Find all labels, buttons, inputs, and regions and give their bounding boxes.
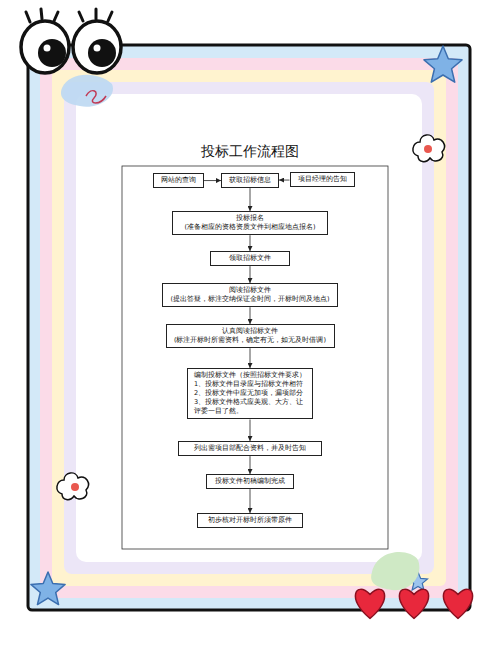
page-ground xyxy=(76,94,422,562)
process-box: 投标文件初稿编制完成 xyxy=(206,474,294,489)
box-text: 编制投标文件（按照招标文件要求） xyxy=(194,371,306,380)
cloud-doodle xyxy=(413,135,445,162)
flow-arrow xyxy=(279,180,290,181)
process-box: 获取招标信息 xyxy=(221,173,279,188)
box-text: (提出答疑，标注交纳保证金时间，开标时间及地点) xyxy=(169,295,331,304)
box-text: 投标报名 xyxy=(179,214,321,223)
flow-arrow xyxy=(250,235,251,251)
blob xyxy=(371,552,419,590)
flow-arrow xyxy=(250,307,251,324)
flow-arrow xyxy=(250,348,251,368)
box-text: 列出需项目部配合资料，并及时告知 xyxy=(185,444,315,453)
box-text: 阅读招标文件 xyxy=(169,286,331,295)
hearts xyxy=(355,589,472,618)
box-text: 1、投标文件目录应与招标文件相符 xyxy=(194,380,306,389)
process-box: 领取招标文件 xyxy=(210,251,290,266)
flow-arrow xyxy=(250,188,251,211)
process-box: 投标报名(准备相应的资格资质文件到相应地点报名) xyxy=(172,211,328,235)
box-text: 项目经理的告知 xyxy=(297,175,348,184)
flow-arrow xyxy=(250,489,251,513)
blob xyxy=(61,75,113,107)
process-box: 阅读招标文件(提出答疑，标注交纳保证金时间，开标时间及地点) xyxy=(162,283,338,307)
frame-stripe xyxy=(40,58,458,598)
flow-frame xyxy=(122,166,388,549)
star xyxy=(31,572,65,605)
box-text: 3、投标文件格式应美观、大方、让评委一目了然。 xyxy=(194,398,306,416)
box-text: 领取招标文件 xyxy=(217,254,283,263)
flow-arrow xyxy=(250,266,251,283)
box-text: 获取招标信息 xyxy=(228,176,272,185)
box-text: 2、投标文件中应无加项，漏项部分 xyxy=(194,389,306,398)
process-box: 列出需项目部配合资料，并及时告知 xyxy=(178,441,322,456)
box-text: 网站的查询 xyxy=(160,176,197,185)
box-text: 初步核对开标时所须带原件 xyxy=(204,516,296,525)
star xyxy=(424,46,462,82)
flow-arrow xyxy=(250,456,251,474)
box-text: (准备相应的资格资质文件到相应地点报名) xyxy=(179,223,321,232)
process-box: 认真阅读招标文件(标注开标时所需资料，确定有无，如无及时借调) xyxy=(166,324,335,348)
process-box: 网站的查询 xyxy=(153,173,204,188)
process-box: 编制投标文件（按照招标文件要求）1、投标文件目录应与招标文件相符2、投标文件中应… xyxy=(187,368,313,419)
squiggle xyxy=(86,91,106,103)
frame-border xyxy=(28,45,470,610)
process-box: 初步核对开标时所须带原件 xyxy=(197,513,303,528)
cartoon-eyes xyxy=(21,9,121,73)
chart-title: 投标工作流程图 xyxy=(0,143,500,161)
flow-arrow xyxy=(250,419,251,441)
flow-arrow xyxy=(204,180,222,181)
cloud-doodle xyxy=(57,473,89,500)
box-text: (标注开标时所需资料，确定有无，如无及时借调) xyxy=(173,336,328,345)
box-text: 投标文件初稿编制完成 xyxy=(213,477,287,486)
box-text: 认真阅读招标文件 xyxy=(173,327,328,336)
process-box: 项目经理的告知 xyxy=(290,172,355,187)
